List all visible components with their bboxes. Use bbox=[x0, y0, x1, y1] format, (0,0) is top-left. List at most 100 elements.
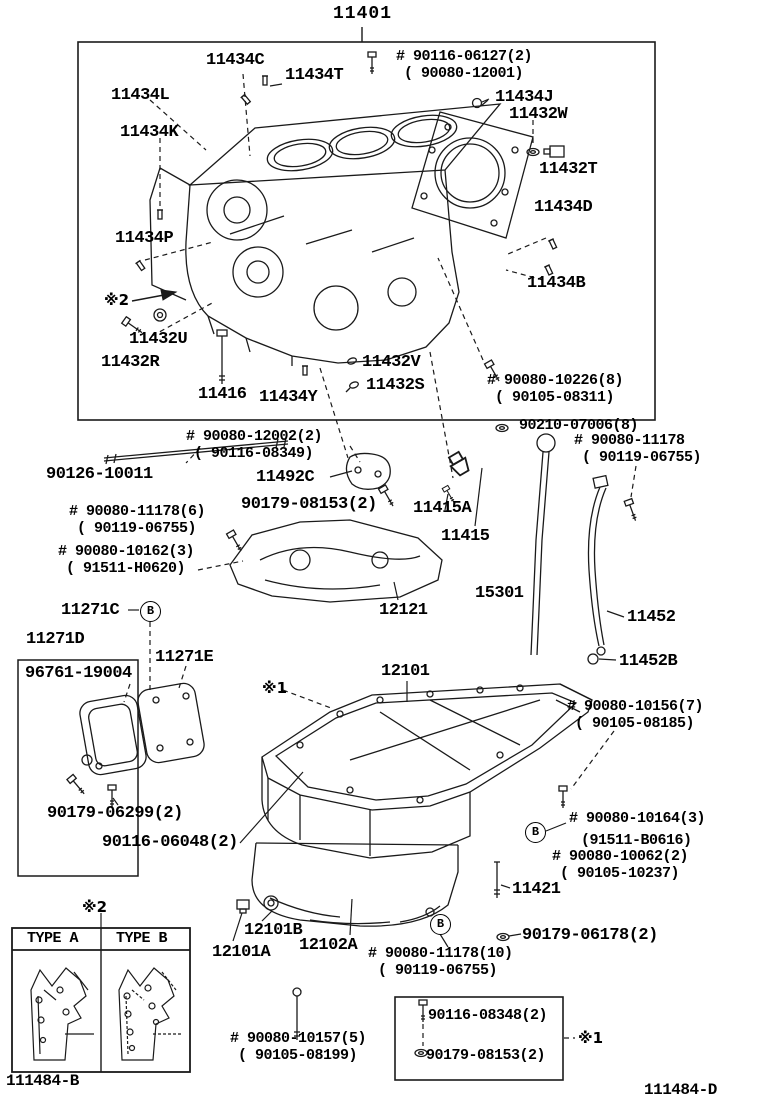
label-11415A: 11415A bbox=[413, 499, 472, 518]
label-90210-07006: 90210-07006(8) bbox=[519, 417, 639, 434]
dowel-pin-icon bbox=[134, 259, 147, 272]
label-90105-10237: ( 90105-10237) bbox=[560, 865, 680, 882]
bolt-icon bbox=[558, 785, 568, 809]
label-90119-06755-c: ( 90119-06755) bbox=[378, 962, 498, 979]
dipstick-drawing bbox=[530, 433, 556, 656]
cylinder-block-drawing bbox=[149, 103, 534, 366]
label-11271D: 11271D bbox=[26, 630, 85, 649]
label-11401-title: 11401 bbox=[333, 4, 393, 24]
label-11434B: 11434B bbox=[527, 274, 586, 293]
circled-b-marker: B bbox=[140, 601, 161, 622]
bolt-icon bbox=[418, 999, 428, 1023]
label-11434J: 11434J bbox=[495, 88, 554, 107]
label-11434D: 11434D bbox=[534, 198, 593, 217]
label-90105-08311: ( 90105-08311) bbox=[495, 389, 615, 406]
label-11434Y: 11434Y bbox=[259, 388, 318, 407]
label-90126-10011: 90126-10011 bbox=[46, 465, 153, 484]
label-11415: 11415 bbox=[441, 527, 490, 546]
label-90179-06299: 90179-06299(2) bbox=[47, 804, 183, 823]
washer-icon bbox=[496, 932, 510, 942]
label-12101B: 12101B bbox=[244, 921, 303, 940]
oil-level-tube-drawing bbox=[587, 474, 609, 665]
label-90116-06127: # 90116-06127(2) bbox=[396, 48, 533, 65]
label-91511-B0616: (91511-B0616) bbox=[581, 832, 692, 849]
bolt-icon bbox=[377, 484, 398, 509]
label-90119-06755-a: ( 90119-06755) bbox=[77, 520, 197, 537]
label-90116-08349: ( 90116-08349) bbox=[194, 445, 314, 462]
circled-b-marker: B bbox=[430, 914, 451, 935]
stud-bolt-icon bbox=[103, 437, 289, 465]
label-90080-11178-6: # 90080-11178(6) bbox=[69, 503, 206, 520]
pan-reference-marker: ※1 bbox=[262, 679, 288, 697]
leader-lines-dashed bbox=[123, 73, 637, 1046]
oil-pan-lower-drawing bbox=[251, 842, 459, 927]
long-bolt-icon bbox=[216, 329, 228, 384]
label-11271E: 11271E bbox=[155, 648, 214, 667]
fastener-reference-marker: ※1 bbox=[578, 1029, 604, 1047]
label-90119-06755-b: ( 90119-06755) bbox=[582, 449, 702, 466]
leader-lines-solid bbox=[112, 83, 625, 948]
type-b-thumbnail bbox=[118, 967, 182, 1061]
label-90080-12002: # 90080-12002(2) bbox=[186, 428, 323, 445]
page-figure-code: 111484-D bbox=[644, 1081, 717, 1099]
type-inset-box bbox=[11, 913, 191, 1073]
label-90080-10156: # 90080-10156(7) bbox=[567, 698, 704, 715]
label-11452: 11452 bbox=[627, 608, 676, 627]
label-11416: 11416 bbox=[198, 385, 247, 404]
cap-icon bbox=[153, 308, 167, 322]
label-12101A: 12101A bbox=[212, 943, 271, 962]
label-90116-08348: 90116-08348(2) bbox=[428, 1007, 548, 1024]
plug-icon bbox=[543, 145, 565, 158]
label-11432U: 11432U bbox=[129, 330, 188, 349]
ball-stud-icon bbox=[471, 97, 489, 109]
label-90080-10164: # 90080-10164(3) bbox=[569, 810, 706, 827]
label-90116-06048: 90116-06048(2) bbox=[102, 833, 238, 852]
bolt-icon bbox=[66, 773, 88, 798]
label-90080-11178-10: # 90080-11178(10) bbox=[368, 945, 513, 962]
cover-plate-group bbox=[17, 659, 205, 877]
label-90179-08153-lower: 90179-08153(2) bbox=[426, 1047, 546, 1064]
label-11432R: 11432R bbox=[101, 353, 160, 372]
label-11432W: 11432W bbox=[509, 105, 568, 124]
bolt-icon bbox=[367, 51, 377, 75]
label-90080-10062: # 90080-10062(2) bbox=[552, 848, 689, 865]
assembly-box bbox=[77, 41, 656, 421]
taper-plug-icon bbox=[445, 449, 473, 479]
dowel-pin-icon bbox=[156, 209, 164, 220]
gasket-icon bbox=[345, 452, 391, 490]
label-90179-08153-upper: 90179-08153(2) bbox=[241, 495, 377, 514]
dowel-pin-icon bbox=[547, 238, 559, 251]
label-11434T: 11434T bbox=[285, 66, 344, 85]
label-90080-10226: # 90080-10226(8) bbox=[487, 372, 624, 389]
label-90105-08185: ( 90105-08185) bbox=[575, 715, 695, 732]
label-11432V: 11432V bbox=[362, 353, 421, 372]
label-11421: 11421 bbox=[512, 880, 561, 899]
drain-plug-icon bbox=[236, 899, 250, 914]
label-11434P: 11434P bbox=[115, 229, 174, 248]
washer-icon bbox=[495, 423, 509, 433]
stud-bolt-icon bbox=[292, 987, 302, 1040]
label-11452B: 11452B bbox=[619, 652, 678, 671]
label-96761-19004: 96761-19004 bbox=[25, 664, 132, 683]
label-90080-10162: # 90080-10162(3) bbox=[58, 543, 195, 560]
bolt-icon bbox=[623, 497, 640, 523]
circled-b-marker: B bbox=[525, 822, 546, 843]
stud-bolt-icon bbox=[494, 861, 500, 898]
label-11432T: 11432T bbox=[539, 160, 598, 179]
oil-pan-upper-drawing bbox=[261, 683, 593, 859]
inset-figure-code: 111484-B bbox=[6, 1072, 79, 1090]
dowel-pin-icon bbox=[301, 365, 309, 376]
reference-arrow bbox=[131, 289, 178, 302]
inset-type-a-header: TYPE A bbox=[27, 930, 79, 947]
label-12101: 12101 bbox=[381, 662, 430, 681]
label-11434C: 11434C bbox=[206, 51, 265, 70]
label-90080-11178-dipstick: # 90080-11178 bbox=[574, 432, 685, 449]
label-11271C: 11271C bbox=[61, 601, 120, 620]
label-11434K: 11434K bbox=[120, 123, 179, 142]
label-91511-H0620: ( 91511-H0620) bbox=[66, 560, 186, 577]
head-gasket-drawing bbox=[411, 111, 534, 239]
dowel-pin-icon bbox=[261, 75, 269, 86]
clip-icon bbox=[345, 357, 359, 393]
